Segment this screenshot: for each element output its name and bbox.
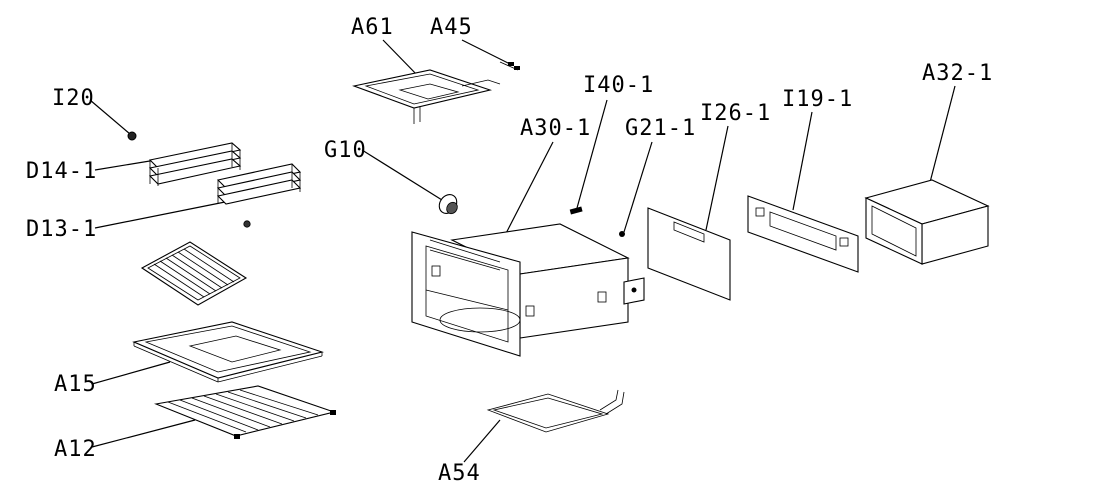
leader-i26-1 <box>705 125 729 231</box>
leader-d13-1 <box>94 201 226 229</box>
label-a32-1: A32-1 <box>922 61 993 86</box>
label-a30-1: A30-1 <box>520 116 591 141</box>
leader-g10 <box>361 149 443 201</box>
part-i19-1 <box>747 195 859 273</box>
part-d13-1 <box>216 163 302 205</box>
part-a61 <box>352 69 501 124</box>
part-a15 <box>132 321 324 383</box>
leader-a32-1 <box>927 85 956 191</box>
label-g10: G10 <box>324 138 367 163</box>
leader-a45 <box>461 39 511 65</box>
part-a12 <box>154 385 336 439</box>
part-i40-1 <box>569 206 583 215</box>
leader-i19-1 <box>792 111 813 211</box>
label-a61: A61 <box>351 15 394 40</box>
part-small-knob <box>243 220 251 228</box>
part-d14-1 <box>148 142 242 186</box>
leader-a12 <box>91 419 196 448</box>
label-i40-1: I40-1 <box>583 73 654 98</box>
part-a32-1 <box>864 179 990 265</box>
leader-lines <box>89 39 956 463</box>
leader-i40-1 <box>576 99 608 209</box>
leader-a15 <box>91 361 171 385</box>
part-a30-1 <box>411 223 645 357</box>
leader-a30-1 <box>499 141 554 246</box>
label-g21-1: G21-1 <box>625 116 696 141</box>
part-a45 <box>499 61 520 71</box>
label-a54: A54 <box>438 461 481 486</box>
label-i19-1: I19-1 <box>782 87 853 112</box>
part-i26-1 <box>647 207 731 301</box>
part-a54 <box>486 389 625 433</box>
label-i20: I20 <box>52 86 95 111</box>
label-i26-1: I26-1 <box>700 101 771 126</box>
label-d13-1: D13-1 <box>26 217 97 242</box>
leader-a54 <box>463 419 501 463</box>
part-g10 <box>438 194 458 215</box>
leader-i20 <box>89 99 131 135</box>
part-wire-grill-upper <box>140 241 248 306</box>
label-d14-1: D14-1 <box>26 159 97 184</box>
leader-a61 <box>382 39 421 79</box>
label-a12: A12 <box>54 437 97 462</box>
label-a45: A45 <box>430 15 473 40</box>
leader-g21-1 <box>623 141 653 233</box>
part-g21-1 <box>619 231 625 237</box>
part-i20 <box>127 131 251 228</box>
label-a15: A15 <box>54 372 97 397</box>
